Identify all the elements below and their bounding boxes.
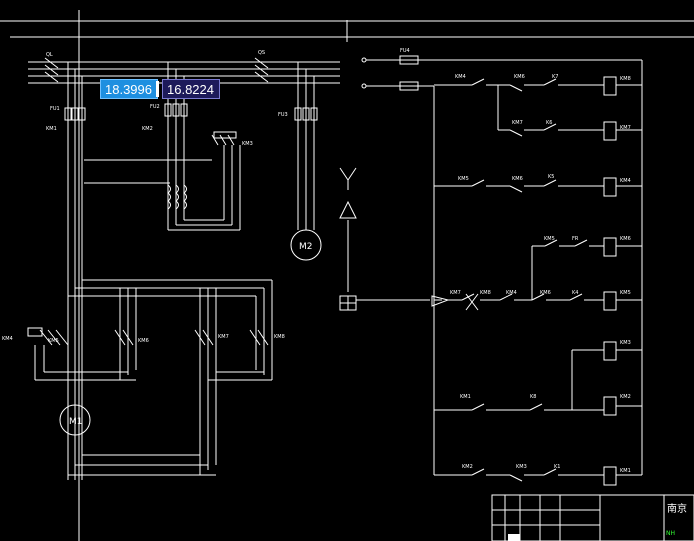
ctrl-km4b: KM4 [620,178,631,184]
label-km7: KM7 [218,334,229,340]
ctrl-km7c: KM7 [450,290,461,296]
label-km3: KM3 [242,141,253,147]
ctrl-km8b: KM8 [480,290,491,296]
ctrl-km5c: KM5 [620,290,631,296]
ctrl-km3: KM3 [620,340,631,346]
ctrl-km2: KM2 [620,394,631,400]
ctrl-km5b: KM5 [544,236,555,242]
label-fu1: FU1 [50,106,60,112]
label-km8: KM8 [274,334,285,340]
ctrl-km1: KM1 [460,394,471,400]
ctrl-k6: K6 [546,120,552,126]
ctrl-km8: KM8 [620,76,631,82]
ctrl-km6: KM6 [514,74,525,80]
motor-m1-symbol [59,404,91,436]
ctrl-fr: FR [572,236,579,242]
label-fu2: FU2 [150,104,160,110]
ctrl-k8: K8 [530,394,536,400]
ctrl-km4c: KM4 [506,290,517,296]
cursor-y-readout[interactable]: 16.8224 [162,79,220,99]
label-m2: M2 [299,242,313,252]
label-ql: QL [46,52,53,58]
ctrl-km1b: KM1 [620,468,631,474]
ctrl-k5: K5 [548,174,554,180]
label-km2: KM2 [142,126,153,132]
ctrl-km4: KM4 [455,74,466,80]
ctrl-km6c: KM6 [620,236,631,242]
cursor-x-readout[interactable]: 18.3996 [100,79,158,99]
ctrl-km5: KM5 [458,176,469,182]
label-fu4: FU4 [400,48,410,54]
ctrl-km7b: KM7 [620,125,631,131]
label-qs: QS [258,50,265,56]
ctrl-km2b: KM2 [462,464,473,470]
ctrl-k1: K1 [554,464,560,470]
ctrl-km6d: KM6 [540,290,551,296]
ctrl-k4: K4 [572,290,578,296]
label-m1: M1 [69,417,83,427]
ctrl-km6b: KM6 [512,176,523,182]
label-km5: KM5 [48,338,59,344]
motor-m2-symbol [290,229,322,261]
ctrl-km3b: KM3 [516,464,527,470]
ctrl-km7: KM7 [512,120,523,126]
ctrl-k7: K7 [552,74,558,80]
label-km1: KM1 [46,126,57,132]
title-drawing: NH [666,530,675,537]
title-company: 南京 [667,502,687,515]
text-caret [156,81,159,97]
label-km6: KM6 [138,338,149,344]
label-km4: KM4 [2,336,13,342]
label-fu3: FU3 [278,112,288,118]
